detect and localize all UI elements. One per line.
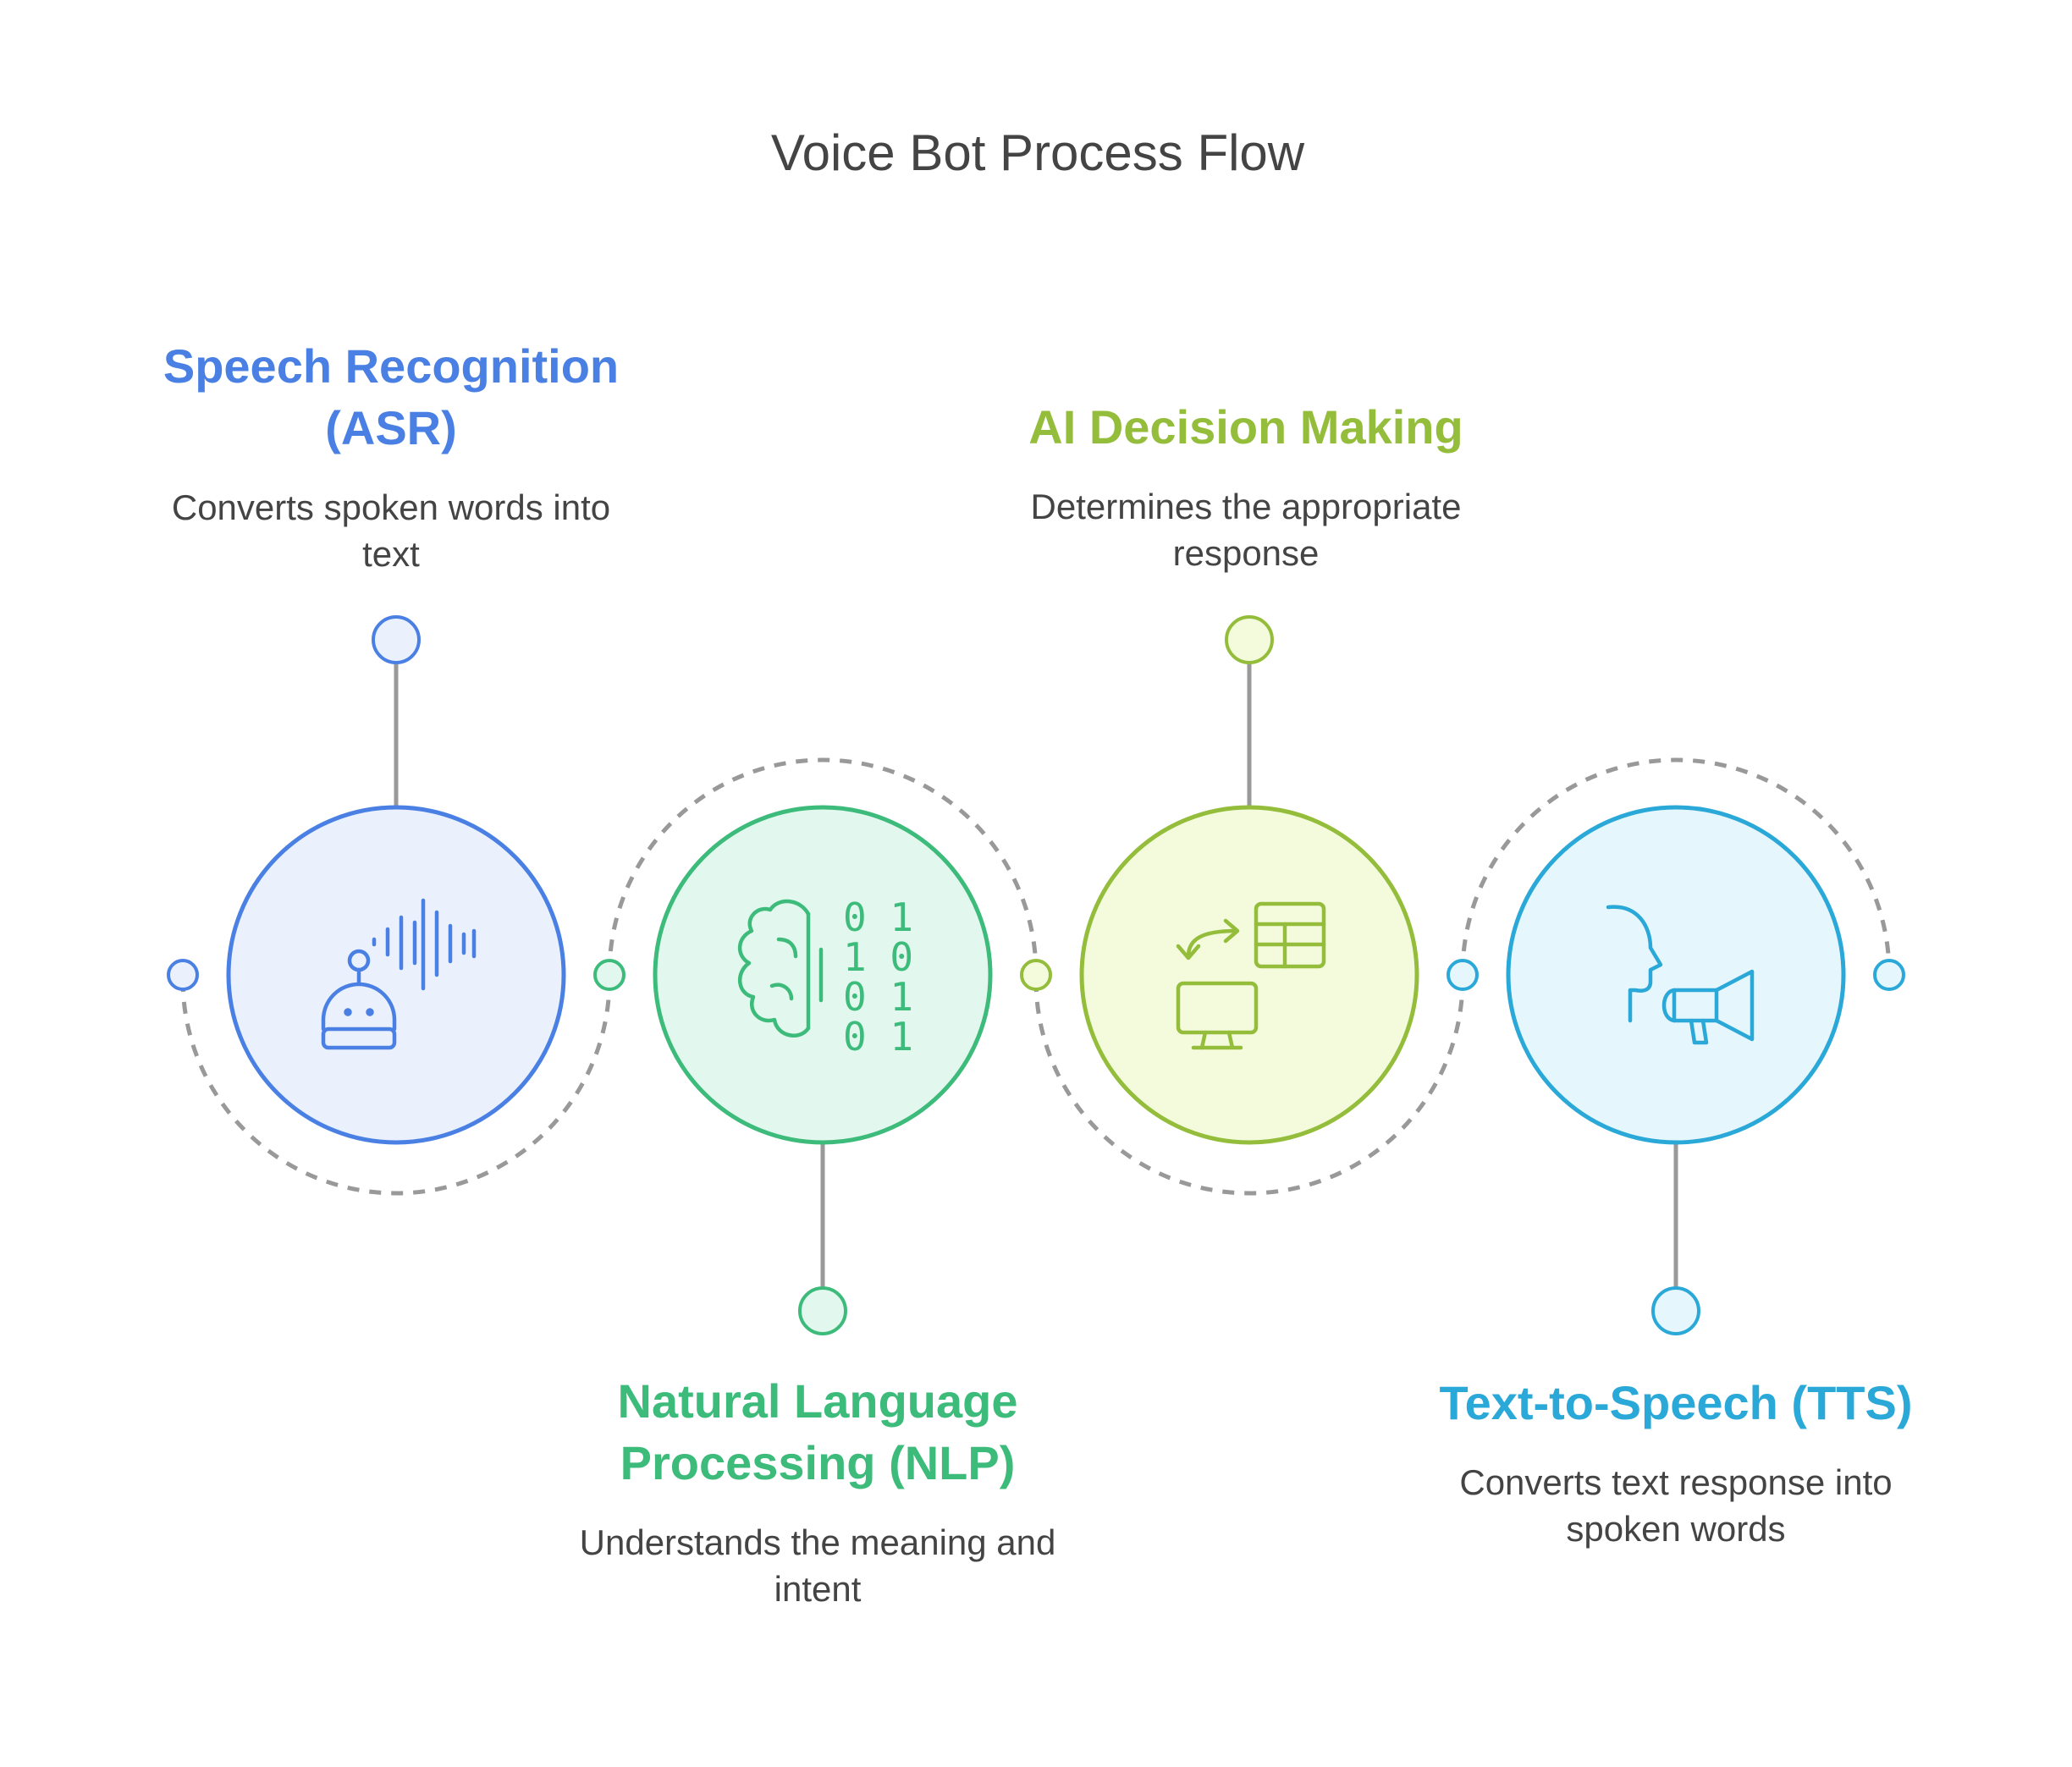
stage-circle-tts: [1506, 805, 1846, 1145]
stage-tts-title-line-1: Text-to-Speech (TTS): [1439, 1376, 1913, 1429]
arc-dot-5: [1873, 959, 1905, 991]
stage-asr-desc-line-2: text: [362, 534, 420, 574]
stage-nlp-desc-line-2: intent: [774, 1569, 862, 1609]
stage-asr-title: Speech Recognition (ASR): [69, 335, 713, 459]
connector-arc-3: [1033, 979, 1465, 1196]
binary-row-3: 0 1: [843, 974, 913, 1020]
stem-dot-ai: [1225, 615, 1274, 664]
stage-asr-description: Converts spoken words into text: [69, 484, 713, 577]
stage-ai-label: AI Decision Making Determines the approp…: [924, 396, 1568, 576]
binary-digits: 0 1 1 0 0 1 0 1: [843, 895, 913, 1060]
stage-tts-title: Text-to-Speech (TTS): [1354, 1372, 1998, 1434]
stage-tts-description: Converts text response into spoken words: [1354, 1459, 1998, 1552]
arc-dot-4: [1447, 959, 1479, 991]
arc-dot-1: [167, 959, 199, 991]
stage-tts-desc-line-2: spoken words: [1566, 1509, 1786, 1549]
stage-ai-desc-line-2: response: [1172, 533, 1320, 573]
stem-dot-asr: [372, 615, 421, 664]
arc-dot-3: [1020, 959, 1052, 991]
binary-row-2: 1 0: [843, 934, 913, 980]
diagram-title: Voice Bot Process Flow: [770, 124, 1305, 181]
stage-nlp-desc-line-1: Understands the meaning and: [579, 1522, 1056, 1562]
binary-row-4: 0 1: [843, 1014, 913, 1060]
stage-circle-ai: [1079, 805, 1419, 1145]
stage-asr-desc-line-1: Converts spoken words into: [171, 487, 611, 527]
monitor-table-exchange-icon: [1176, 901, 1326, 1050]
brain-binary-icon: [737, 899, 824, 1038]
connector-arc-1: [180, 979, 612, 1196]
stage-ai-title: AI Decision Making: [924, 396, 1568, 458]
stage-ai-desc-line-1: Determines the appropriate: [1030, 487, 1462, 526]
stage-asr-label: Speech Recognition (ASR) Converts spoken…: [69, 335, 713, 577]
stage-nlp-description: Understands the meaning and intent: [496, 1519, 1139, 1612]
connector-arc-4: [1460, 757, 1892, 974]
robot-sound-wave-icon: [321, 898, 477, 1050]
connector-arc-2: [607, 757, 1039, 974]
head-megaphone-icon: [1606, 905, 1755, 1045]
stage-tts-label: Text-to-Speech (TTS) Converts text respo…: [1354, 1372, 1998, 1552]
stage-circle-asr: [226, 805, 566, 1145]
stage-asr-title-line-1: Speech Recognition: [163, 339, 620, 393]
stem-dot-nlp: [798, 1286, 847, 1335]
binary-row-1: 0 1: [843, 895, 913, 940]
stem-dot-tts: [1651, 1286, 1700, 1335]
stage-ai-description: Determines the appropriate response: [924, 483, 1568, 576]
arc-dot-2: [593, 959, 625, 991]
stage-nlp-title: Natural Language Processing (NLP): [496, 1370, 1139, 1494]
stage-nlp-title-line-1: Natural Language: [617, 1374, 1018, 1428]
stage-nlp-title-line-2: Processing (NLP): [620, 1436, 1016, 1489]
stage-tts-desc-line-1: Converts text response into: [1459, 1462, 1893, 1502]
stage-nlp-label: Natural Language Processing (NLP) Unders…: [496, 1370, 1139, 1612]
stage-ai-title-line-1: AI Decision Making: [1028, 400, 1463, 454]
stage-asr-title-line-2: (ASR): [325, 401, 457, 454]
